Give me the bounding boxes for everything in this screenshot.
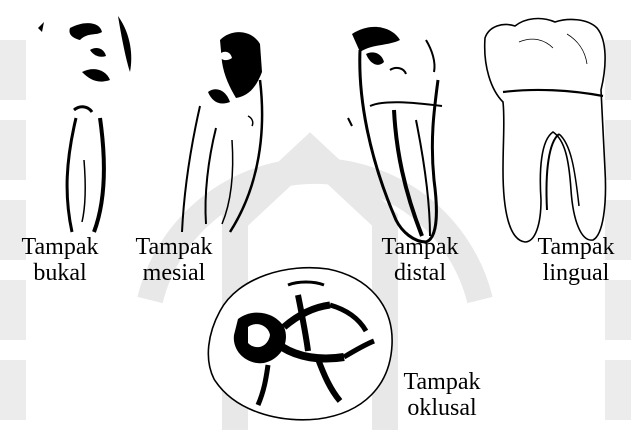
tooth-lingual-view-icon	[475, 10, 615, 250]
tooth-buccal-view-icon	[30, 10, 140, 240]
tooth-distal-view-icon	[330, 10, 470, 260]
tooth-mesial-view-icon	[160, 10, 280, 240]
